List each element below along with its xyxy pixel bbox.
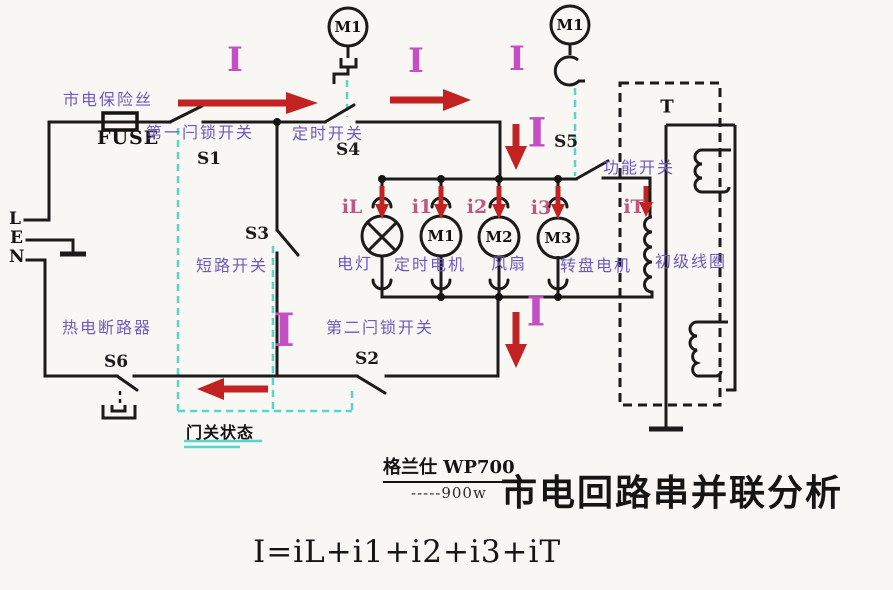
s1-id-label: S1 — [197, 149, 222, 169]
current-I-marker-1: I — [227, 40, 243, 80]
timer-linkage-symbol — [332, 58, 358, 84]
motor-m3-id: M3 — [544, 229, 572, 247]
terminal-live-label: L — [9, 209, 21, 229]
door-linkage-lines — [176, 80, 577, 413]
current-i3-label: i3 — [530, 197, 552, 219]
timer-motor-top-id: M1 — [334, 18, 362, 36]
current-iT-label: iT — [623, 196, 645, 218]
function-motor-top — [549, 4, 591, 87]
door-label-underline — [184, 439, 262, 449]
terminal-neutral-label: N — [9, 247, 25, 267]
s5-blade — [574, 159, 610, 181]
current-iL-label: iL — [341, 196, 363, 218]
s3-id-label: S3 — [245, 224, 270, 244]
current-arrows — [178, 89, 653, 400]
switch-blades — [115, 103, 610, 395]
brand-model-label: 格兰仕 WP700 — [383, 453, 515, 483]
primary-coil-label: 初级线圈 — [655, 252, 728, 271]
secondary-coil-upper — [693, 148, 731, 194]
core-and-leads — [664, 123, 737, 428]
timer-motor-label: 定时电机 — [394, 255, 467, 274]
s2-id-label: S2 — [355, 349, 380, 369]
function-switch-label: 功能开关 — [603, 158, 676, 177]
s4-blade — [323, 103, 356, 124]
motor-m1-id: M1 — [427, 227, 455, 245]
s2-blade — [355, 374, 387, 395]
terminal-earth-label: E — [10, 228, 23, 248]
latch-switch-2-label: 第二闩锁开关 — [326, 318, 435, 337]
door-state-label: 门关状态 — [186, 423, 255, 442]
s6-blade — [115, 374, 139, 392]
current-I-marker-2: I — [408, 41, 424, 81]
junction-dots — [273, 118, 562, 301]
lamp-label: 电灯 — [337, 254, 374, 273]
motor-m2-id: M2 — [485, 228, 513, 246]
wires — [23, 120, 654, 378]
transformer-box — [618, 81, 737, 432]
thermal-breaker-label: 热电断路器 — [62, 318, 153, 337]
s1-blade — [168, 104, 204, 124]
diagram-title: 市电回路串并联分析 — [501, 472, 844, 514]
secondary-coil-lower — [688, 320, 728, 378]
current-i1-label: i1 — [411, 196, 433, 218]
s3-blade — [275, 228, 300, 257]
current-i2-label: i2 — [466, 196, 488, 218]
current-I-marker-5: I — [526, 288, 546, 336]
current-I-marker-4: I — [527, 109, 547, 157]
current-I-marker-3: I — [509, 39, 525, 79]
fan-label: 风扇 — [491, 254, 528, 273]
s5-id-label: S5 — [554, 132, 579, 152]
transformer-id-label: T — [660, 96, 674, 118]
motor-hook-symbol — [553, 55, 585, 87]
turntable-motor-label: 转盘电机 — [560, 256, 633, 275]
function-motor-top-id: M1 — [556, 16, 584, 34]
s6-id-label: S6 — [104, 352, 129, 372]
thermal-element-symbol — [101, 405, 137, 420]
short-circuit-switch-label: 短路开关 — [196, 256, 269, 275]
current-I-marker-6: I — [273, 303, 295, 357]
lamp-cross — [366, 221, 398, 253]
timer-switch-label: 定时开关 — [292, 124, 365, 143]
fuse-symbol — [101, 111, 139, 132]
primary-coil-symbol — [643, 215, 654, 297]
latch-switch-1-label: 第一闩锁开关 — [146, 123, 255, 142]
current-formula: I=iL+i1+i2+i3+iT — [253, 534, 562, 570]
power-rating-label: -----900w — [411, 484, 487, 502]
timer-motor-top — [327, 6, 369, 84]
fuse-id-label: FUSE — [97, 127, 160, 149]
mains-fuse-label: 市电保险丝 — [63, 90, 154, 109]
s4-id-label: S4 — [336, 140, 361, 160]
